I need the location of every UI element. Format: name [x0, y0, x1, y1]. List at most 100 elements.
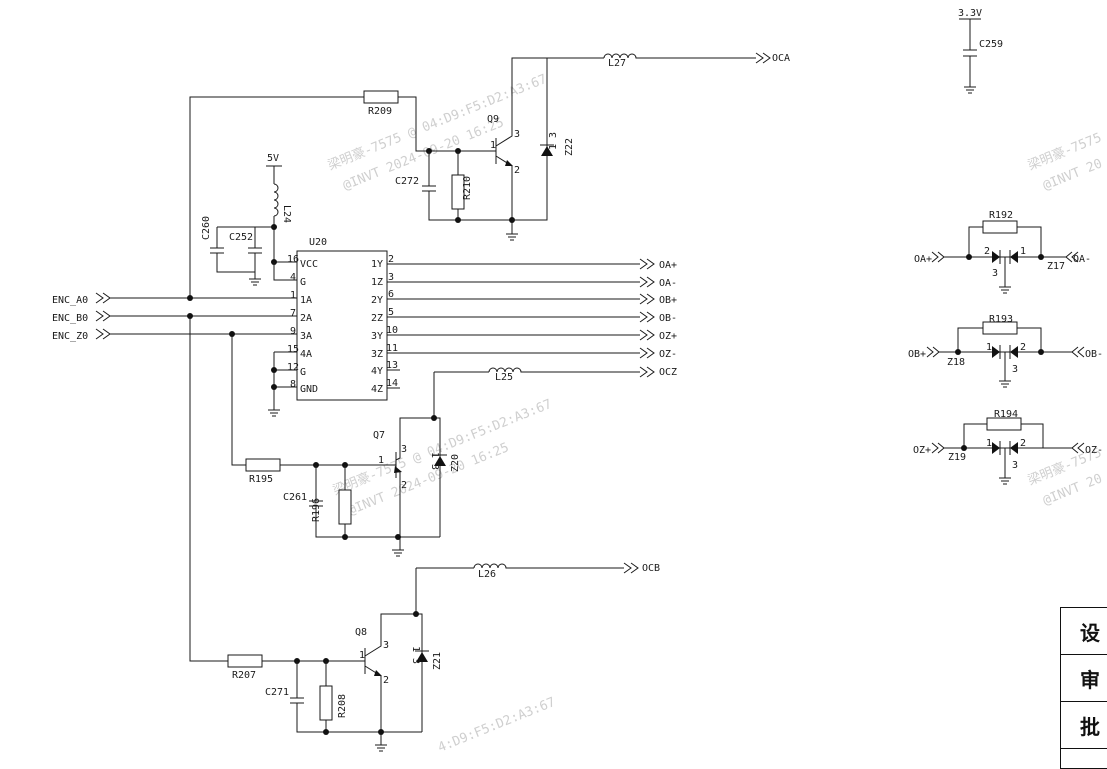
pin-name: GND [300, 384, 318, 395]
pin-name: 4A [300, 349, 312, 360]
pin-number: 2 [984, 246, 990, 257]
net-label-oca: OCA [772, 53, 790, 64]
resistor-ref: R193 [989, 314, 1013, 325]
pin-name: 3Z [371, 349, 383, 360]
pin-name: G [300, 277, 306, 288]
port-arrow [95, 292, 111, 304]
pin-number: 4 [290, 272, 296, 283]
net-label-oa-n: OA- [1073, 254, 1091, 265]
pin-number: 1 [1020, 246, 1026, 257]
net-label-oz-n: OZ- [1085, 445, 1103, 456]
tvs-network-z: OZ+ R194 1 2 3 Z19 OZ- [913, 409, 1103, 485]
title-block-design-cell: 设 [1061, 608, 1107, 655]
zener-ref: Z19 [948, 452, 966, 463]
pin-number: 1 [290, 290, 296, 301]
zener-ref: Z21 [432, 652, 443, 670]
pin-number: 3 [1012, 460, 1018, 471]
inductor-ref: L26 [478, 569, 496, 580]
net-label-3v3: 3.3V [958, 8, 982, 19]
pin-number: 2 [1020, 438, 1026, 449]
pin-number: 1 3 [429, 452, 440, 470]
ic-ref-label: U20 [309, 237, 327, 248]
ic-power-section: 5V L24 C260 C252 [201, 153, 292, 417]
tvs-network-b: OB+ R193 1 2 3 Z18 OB- [908, 314, 1103, 388]
net-label-ob-n: OB- [1085, 349, 1103, 360]
resistor-ref: R196 [311, 498, 322, 522]
resistor-ref: R210 [462, 176, 473, 200]
capacitor-ref: C259 [979, 39, 1003, 50]
pin-number: 1 [490, 140, 496, 151]
pin-name: 2A [300, 313, 312, 324]
pin-number: 3 [401, 444, 407, 455]
zener-ref: Z22 [564, 138, 575, 156]
pin-name: 1Y [371, 259, 383, 270]
pin-number: 3 [1012, 364, 1018, 375]
resistor-ref: R208 [337, 694, 348, 718]
net-label-ocz: OCZ [659, 367, 677, 378]
capacitor-ref: C271 [265, 687, 289, 698]
net-label-ob-p: OB+ [659, 295, 677, 306]
net-label-ob-n: OB- [659, 313, 677, 324]
pin-number: 13 [386, 360, 398, 371]
pin-number: 1 3 [548, 132, 559, 150]
transistor-ref: Q7 [373, 430, 385, 441]
pin-name: 4Z [371, 384, 383, 395]
transistor-ref: Q9 [487, 114, 499, 125]
pin-name: 3A [300, 331, 312, 342]
net-label-oa-p: OA+ [659, 260, 677, 271]
pin-number: 3 [992, 268, 998, 279]
capacitor-ref: C272 [395, 176, 419, 187]
transistor-ref: Q8 [355, 627, 367, 638]
inductor-ref: L24 [281, 205, 292, 223]
q9-stage: R209 C272 R210 Q9 1 3 2 1 3 Z22 L27 OCA [363, 52, 790, 241]
pin-number: 12 [287, 362, 299, 373]
pin-number: 15 [287, 344, 299, 355]
port-arrow [95, 328, 111, 340]
pin-number: 1 3 [410, 646, 421, 664]
pin-number: 2 [401, 480, 407, 491]
pin-name: 1A [300, 295, 312, 306]
net-label-enc-z0: ENC_Z0 [52, 331, 88, 342]
input-ports: ENC_A0 ENC_B0 ENC_Z0 [52, 292, 111, 342]
watermark-text: 4:D9:F5:D2:A3:67 [436, 695, 558, 756]
tvs-network-a: OA+ R192 2 1 3 Z17 OA- [914, 210, 1091, 294]
pin-number: 2 [1020, 342, 1026, 353]
ic-u20: U20 16 VCC 4 G 1 1A 7 2A 9 3A 15 4A 12 G… [274, 237, 640, 401]
inductor-ref: L27 [608, 58, 626, 69]
pin-name: 4Y [371, 366, 383, 377]
net-label-ob-p: OB+ [908, 349, 926, 360]
net-label-oa-p: OA+ [914, 254, 932, 265]
net-label-enc-b0: ENC_B0 [52, 313, 88, 324]
net-label-5v: 5V [267, 153, 279, 164]
pin-name: G [300, 367, 306, 378]
output-ports: OA+ OA- OB+ OB- OZ+ OZ- [639, 258, 677, 360]
input-wires [110, 96, 364, 662]
pin-name: VCC [300, 259, 318, 270]
resistor-ref: R195 [249, 474, 273, 485]
inductor-ref: L25 [495, 372, 513, 383]
q7-stage: R195 C261 R196 Q7 1 3 2 1 3 Z20 L25 OCZ [245, 366, 677, 557]
zener-ref: Z18 [947, 357, 965, 368]
port-arrow [95, 310, 111, 322]
zener-ref: Z20 [450, 454, 461, 472]
pin-name: 2Z [371, 313, 383, 324]
pin-number: 16 [287, 254, 299, 265]
pin-name: 2Y [371, 295, 383, 306]
pin-number: 3 [388, 272, 394, 283]
resistor-ref: R194 [994, 409, 1018, 420]
title-block-review-cell: 审 [1061, 655, 1107, 702]
pin-number: 3 [514, 129, 520, 140]
net-label-oz-p: OZ+ [913, 445, 931, 456]
pin-number: 14 [386, 378, 398, 389]
watermark-text: 梁明豪-7575 @ 04:D9:F5:D2:A3:67 [326, 71, 550, 174]
capacitor-ref: C260 [201, 216, 212, 240]
pin-number: 1 [986, 342, 992, 353]
resistor-ref: R207 [232, 670, 256, 681]
capacitor-ref: C252 [229, 232, 253, 243]
net-label-ocb: OCB [642, 563, 660, 574]
net-label-oz-p: OZ+ [659, 331, 677, 342]
pin-number: 11 [386, 343, 398, 354]
resistor-ref: R192 [989, 210, 1013, 221]
c259-section: 3.3V C259 [958, 8, 1003, 94]
resistor-ref: R209 [368, 106, 392, 117]
